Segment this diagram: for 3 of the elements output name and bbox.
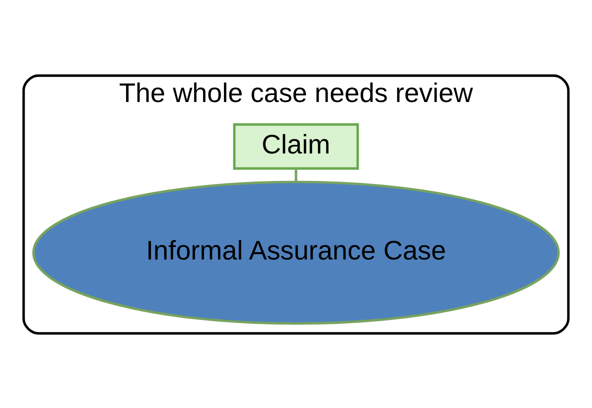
connector <box>294 168 298 182</box>
node-box: Claim <box>233 122 359 170</box>
node-ellipse: Informal Assurance Case <box>32 180 560 324</box>
